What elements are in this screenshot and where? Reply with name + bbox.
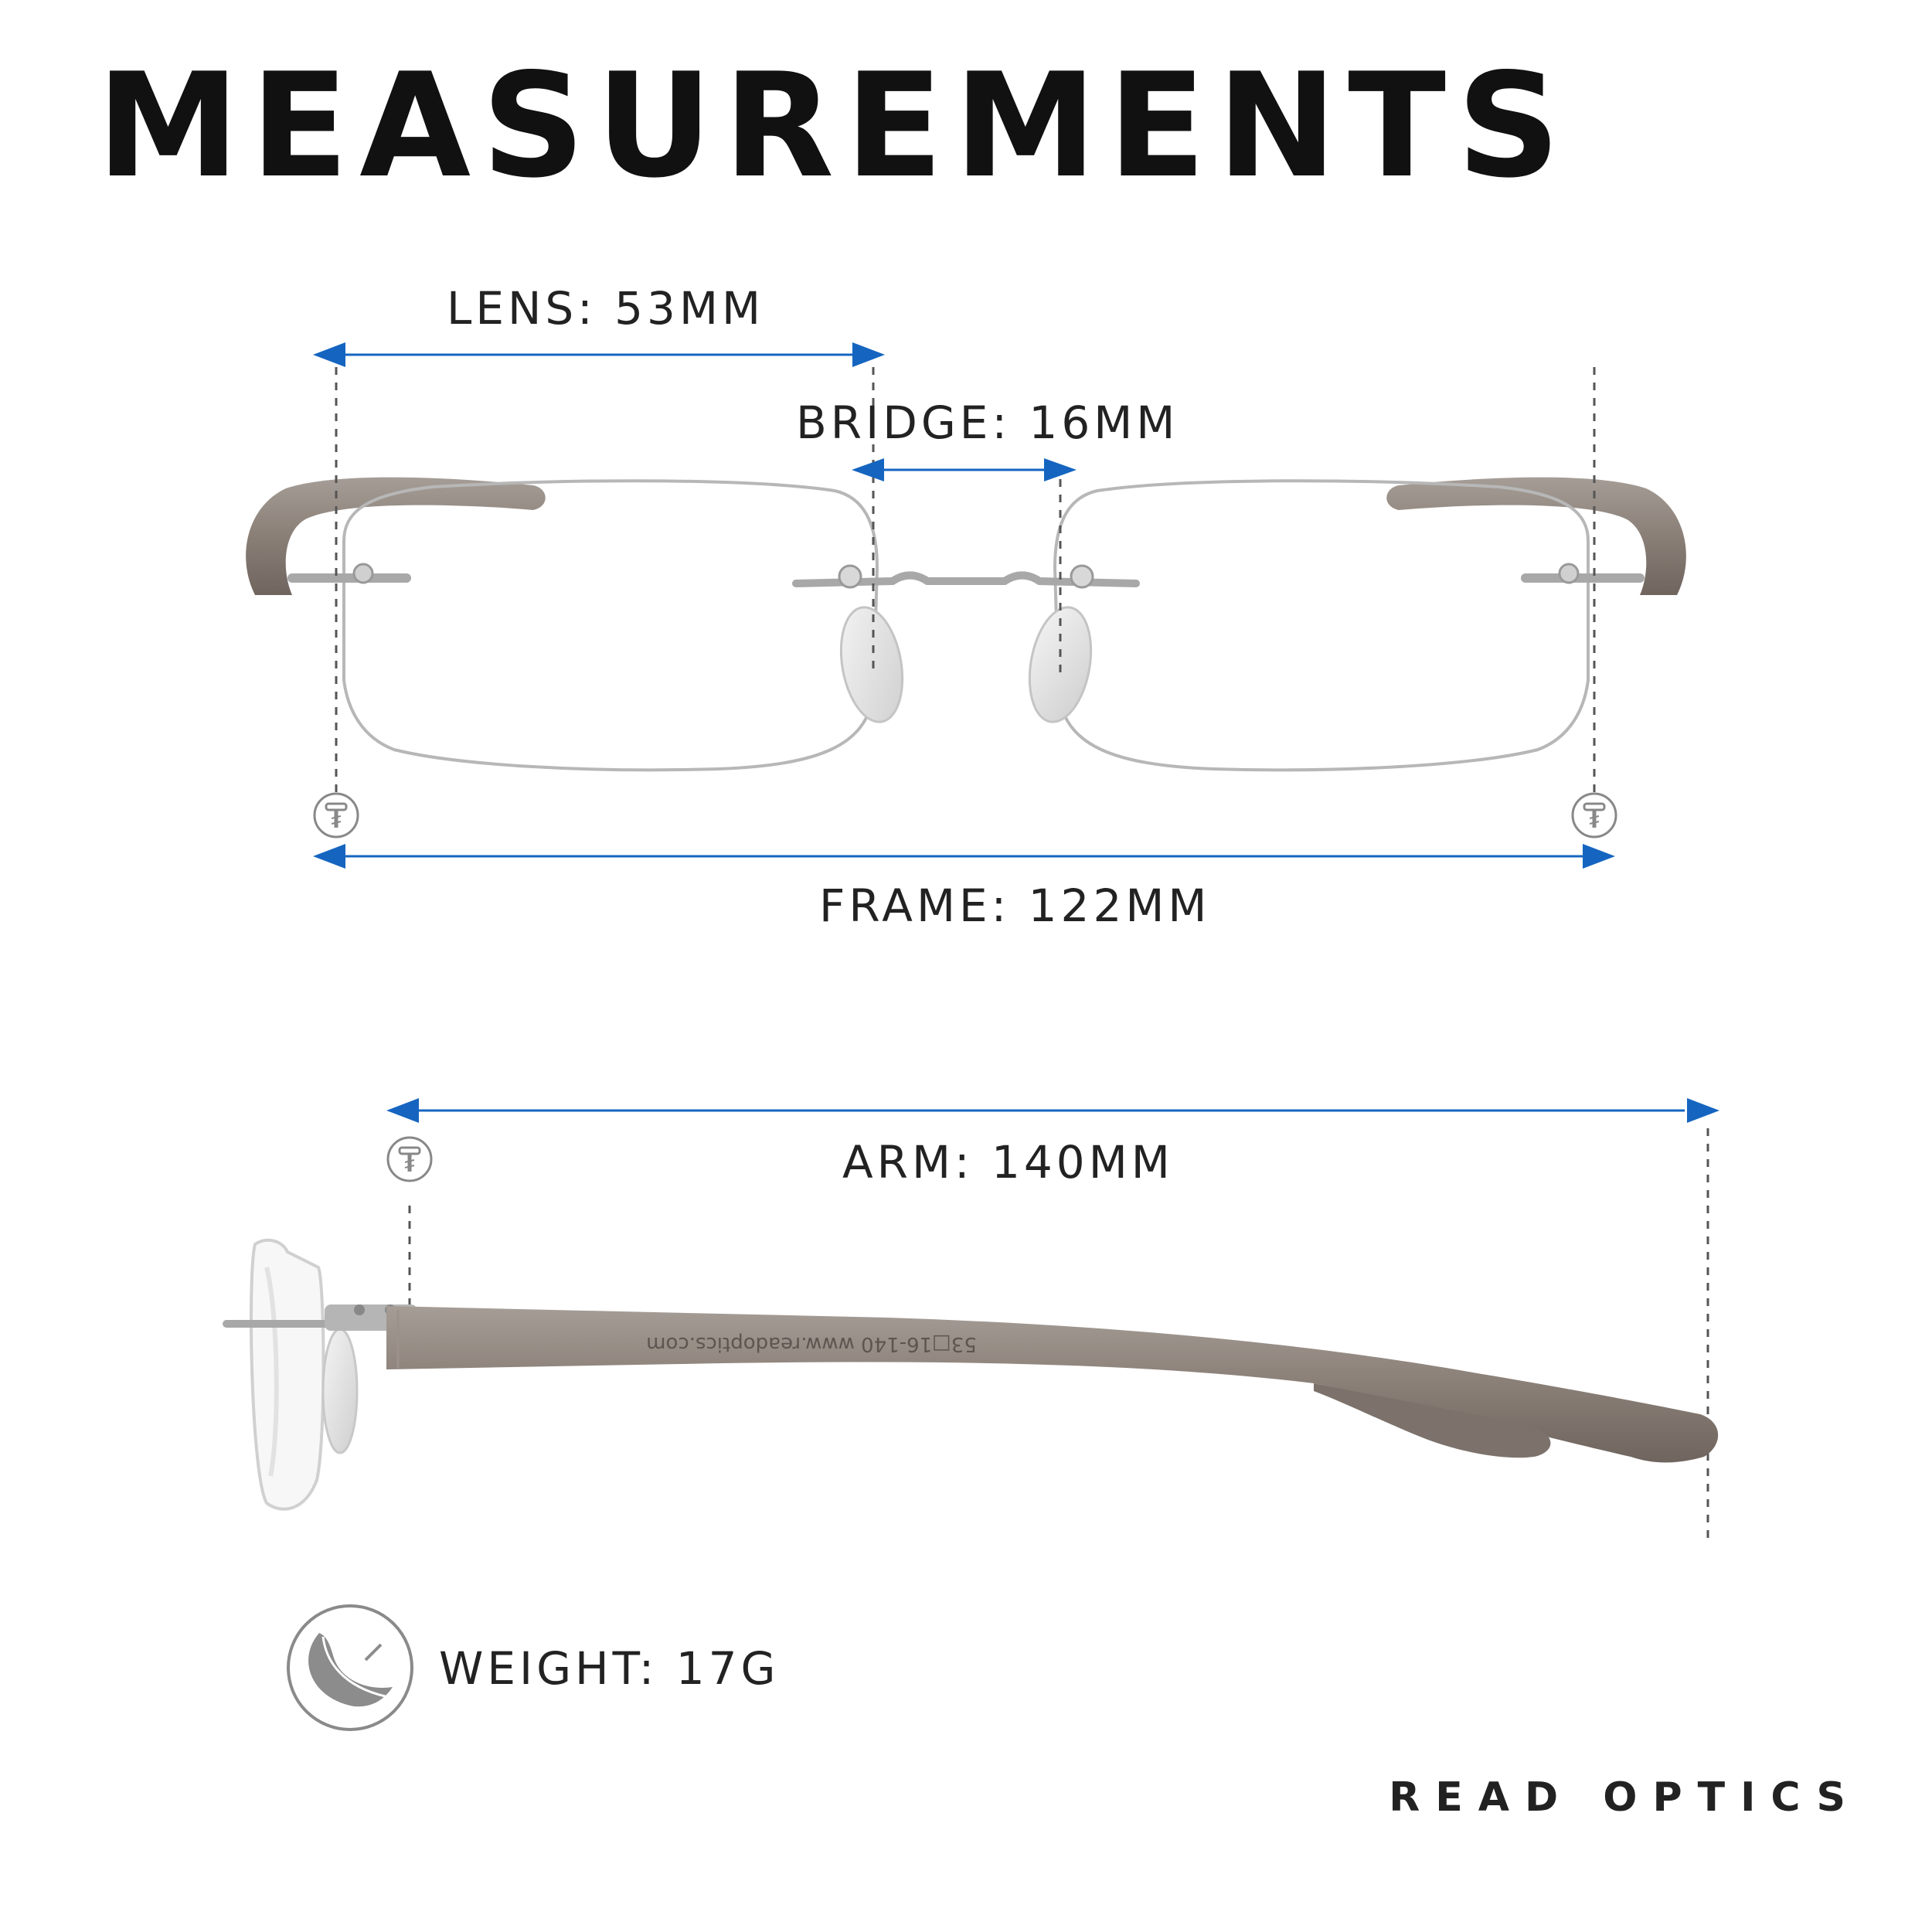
right-hinge	[1521, 573, 1645, 583]
left-temple-stub	[246, 477, 546, 595]
arm-label: ARM: 140MM	[842, 1136, 1174, 1189]
side-nose-pad	[321, 1328, 359, 1454]
bridge-bar	[792, 571, 1140, 587]
front-guide-lines	[335, 367, 1709, 1546]
screw-icon	[386, 1136, 433, 1182]
lens-label: LENS: 53MM	[447, 282, 765, 335]
brand-logo: READ OPTICS	[1389, 1774, 1861, 1821]
page-title: MEASUREMENTS	[97, 42, 1572, 209]
right-temple-stub	[1386, 477, 1686, 595]
weight-label: WEIGHT: 17G	[439, 1642, 780, 1695]
left-hinge	[287, 573, 411, 583]
frame-label: FRAME: 122MM	[819, 879, 1211, 932]
lens-arrow	[313, 342, 885, 367]
side-temple-arm-back	[1314, 1383, 1551, 1458]
bridge-arrow	[852, 458, 1077, 481]
right-lens	[1053, 479, 1590, 772]
temple-imprint: 53□16-140 www.readoptics.com	[646, 1332, 977, 1355]
left-lens	[342, 479, 879, 772]
frame-arrow	[313, 844, 1615, 869]
screw-icon	[1571, 792, 1617, 838]
side-temple-arm	[386, 1306, 1719, 1463]
bridge-label: BRIDGE: 16MM	[796, 396, 1179, 449]
screw-icon	[313, 792, 359, 838]
glasses-side-view: 53□16-140 www.readoptics.com	[223, 1238, 1719, 1511]
glasses-front-view	[246, 477, 1686, 772]
side-lens	[250, 1238, 325, 1511]
left-nose-pad	[839, 606, 904, 723]
arm-arrow	[386, 1098, 1719, 1123]
feather-icon	[287, 1604, 413, 1731]
